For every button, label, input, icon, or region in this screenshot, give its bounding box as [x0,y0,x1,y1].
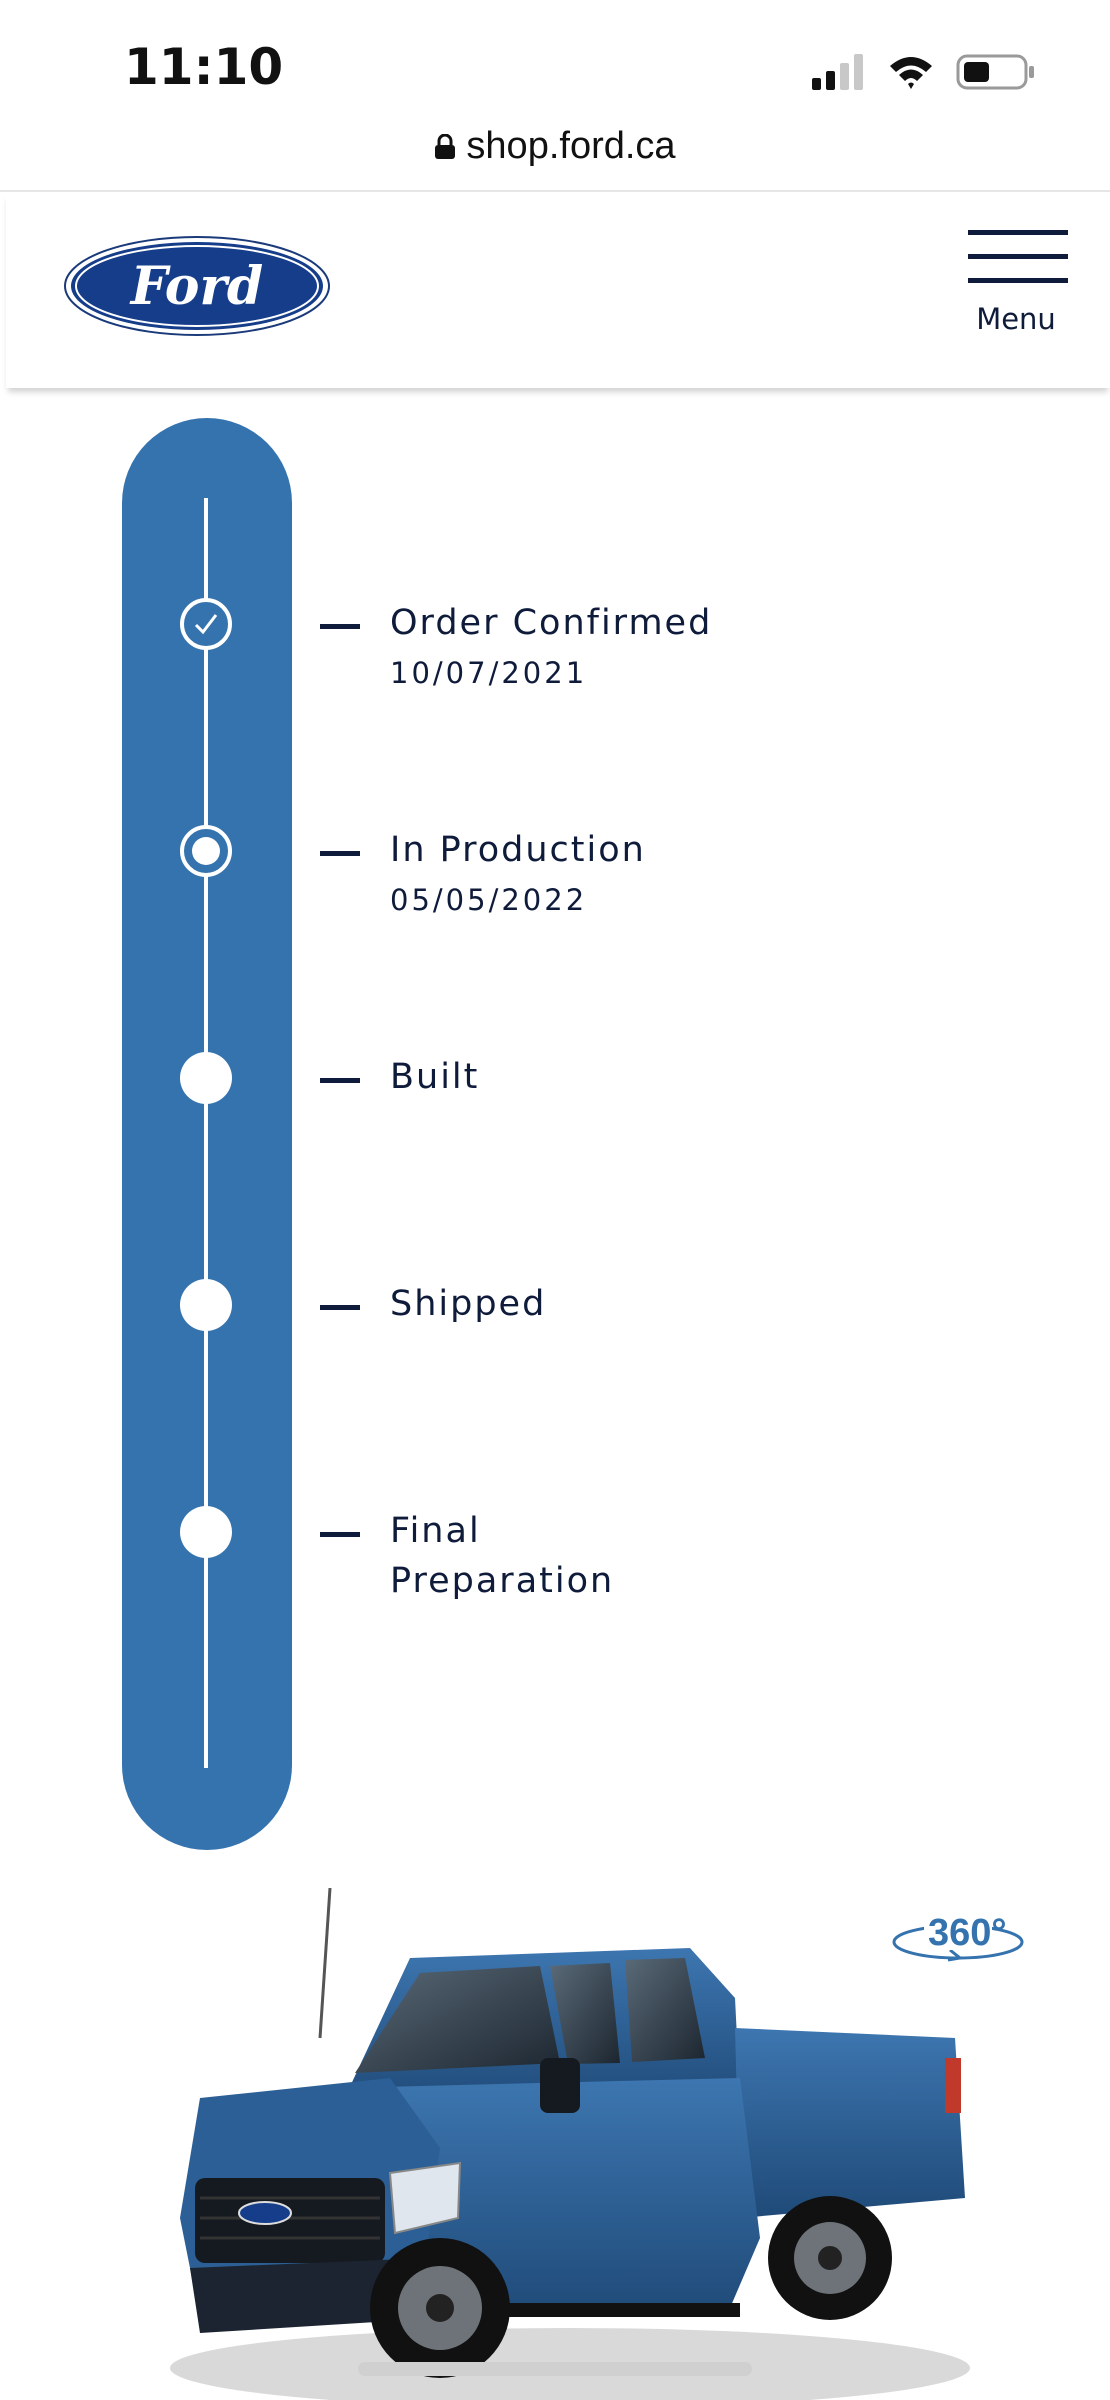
step-node-shipped [180,1279,232,1331]
step-label-in-production: In Production [390,830,646,870]
step-connector-dash [320,624,360,629]
step-node-final-preparation [180,1506,232,1558]
menu-button[interactable]: Menu [956,230,1076,350]
menu-bar-bottom [968,278,1068,283]
menu-label: Menu [976,302,1056,336]
step-date-in-production: 05/05/2022 [390,883,588,917]
menu-bar-middle [968,254,1068,259]
ford-logo[interactable]: Ford [62,234,332,338]
menu-bar-top [968,230,1068,235]
vehicle-image[interactable] [140,1888,990,2400]
status-bar: 11:10 [0,0,1110,135]
cellular-signal-icon [812,54,863,90]
step-connector-dash [320,1532,360,1537]
current-step-dot [192,837,220,865]
progress-line [204,498,208,1768]
view-360-label: 360° [928,1912,1007,1954]
step-connector-dash [320,851,360,856]
wifi-icon [890,57,932,89]
step-connector-dash [320,1078,360,1083]
battery-icon [956,54,1034,90]
url-text: shop.ford.ca [466,125,676,167]
view-360-button[interactable]: 360° [890,1908,1030,1968]
home-indicator[interactable] [358,2362,752,2376]
status-time: 11:10 [124,38,284,96]
step-label-order-confirmed: Order Confirmed [390,603,713,643]
vehicle-section: 360° [0,1888,1110,2400]
step-label-final-preparation: Final [390,1511,481,1551]
checkmark-icon [194,614,218,635]
step-node-built [180,1052,232,1104]
rotate-360-icon [892,1914,1024,1962]
svg-text:Ford: Ford [129,256,264,317]
step-label-final-preparation-line2: Preparation [390,1561,615,1601]
step-label-shipped: Shipped [390,1284,547,1324]
step-node-order-confirmed [180,598,232,650]
site-header: Ford Menu [6,192,1110,388]
step-connector-dash [320,1305,360,1310]
url-bar-divider [0,190,1110,192]
lock-icon [435,133,456,159]
step-date-order-confirmed: 10/07/2021 [390,656,588,690]
order-tracker-page: Order Confirmed 10/07/2021 In Production… [0,388,1110,2400]
address-bar[interactable]: shop.ford.ca [0,125,1110,191]
step-label-built: Built [390,1057,480,1097]
step-node-in-production [180,825,232,877]
